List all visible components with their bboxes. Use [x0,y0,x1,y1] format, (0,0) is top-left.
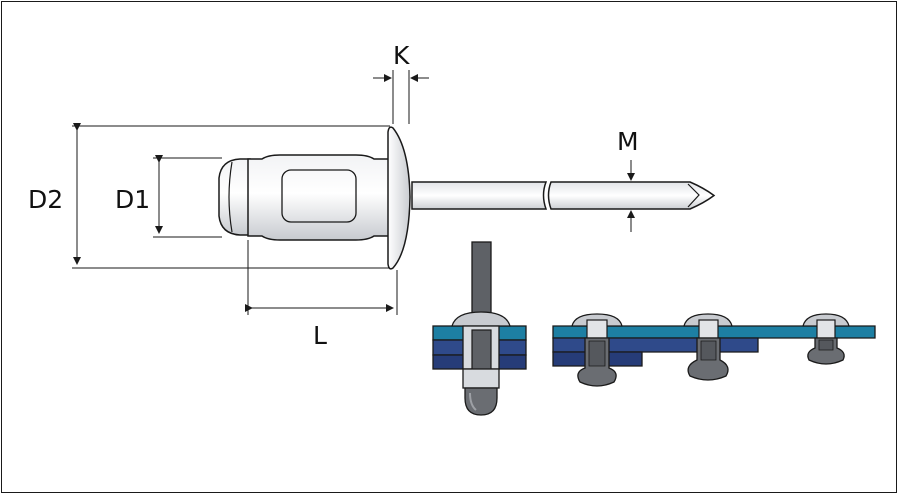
rivet-body [247,154,393,241]
label-d2: D2 [28,185,63,214]
label-m: M [617,127,639,156]
label-l: L [313,321,327,350]
label-d1: D1 [115,185,150,214]
mandrel-tip [547,181,716,210]
rivet-flange [387,126,411,270]
rivet-installation-icon [432,241,876,416]
install-stages-assembly [552,313,876,387]
blind-rivet-icon [218,126,716,270]
label-k: K [393,41,410,70]
mandrel-head [218,158,251,236]
dimension-lines [72,70,635,315]
mandrel-shaft [411,181,548,210]
body-recess [281,169,357,223]
install-stage-1 [432,241,527,416]
